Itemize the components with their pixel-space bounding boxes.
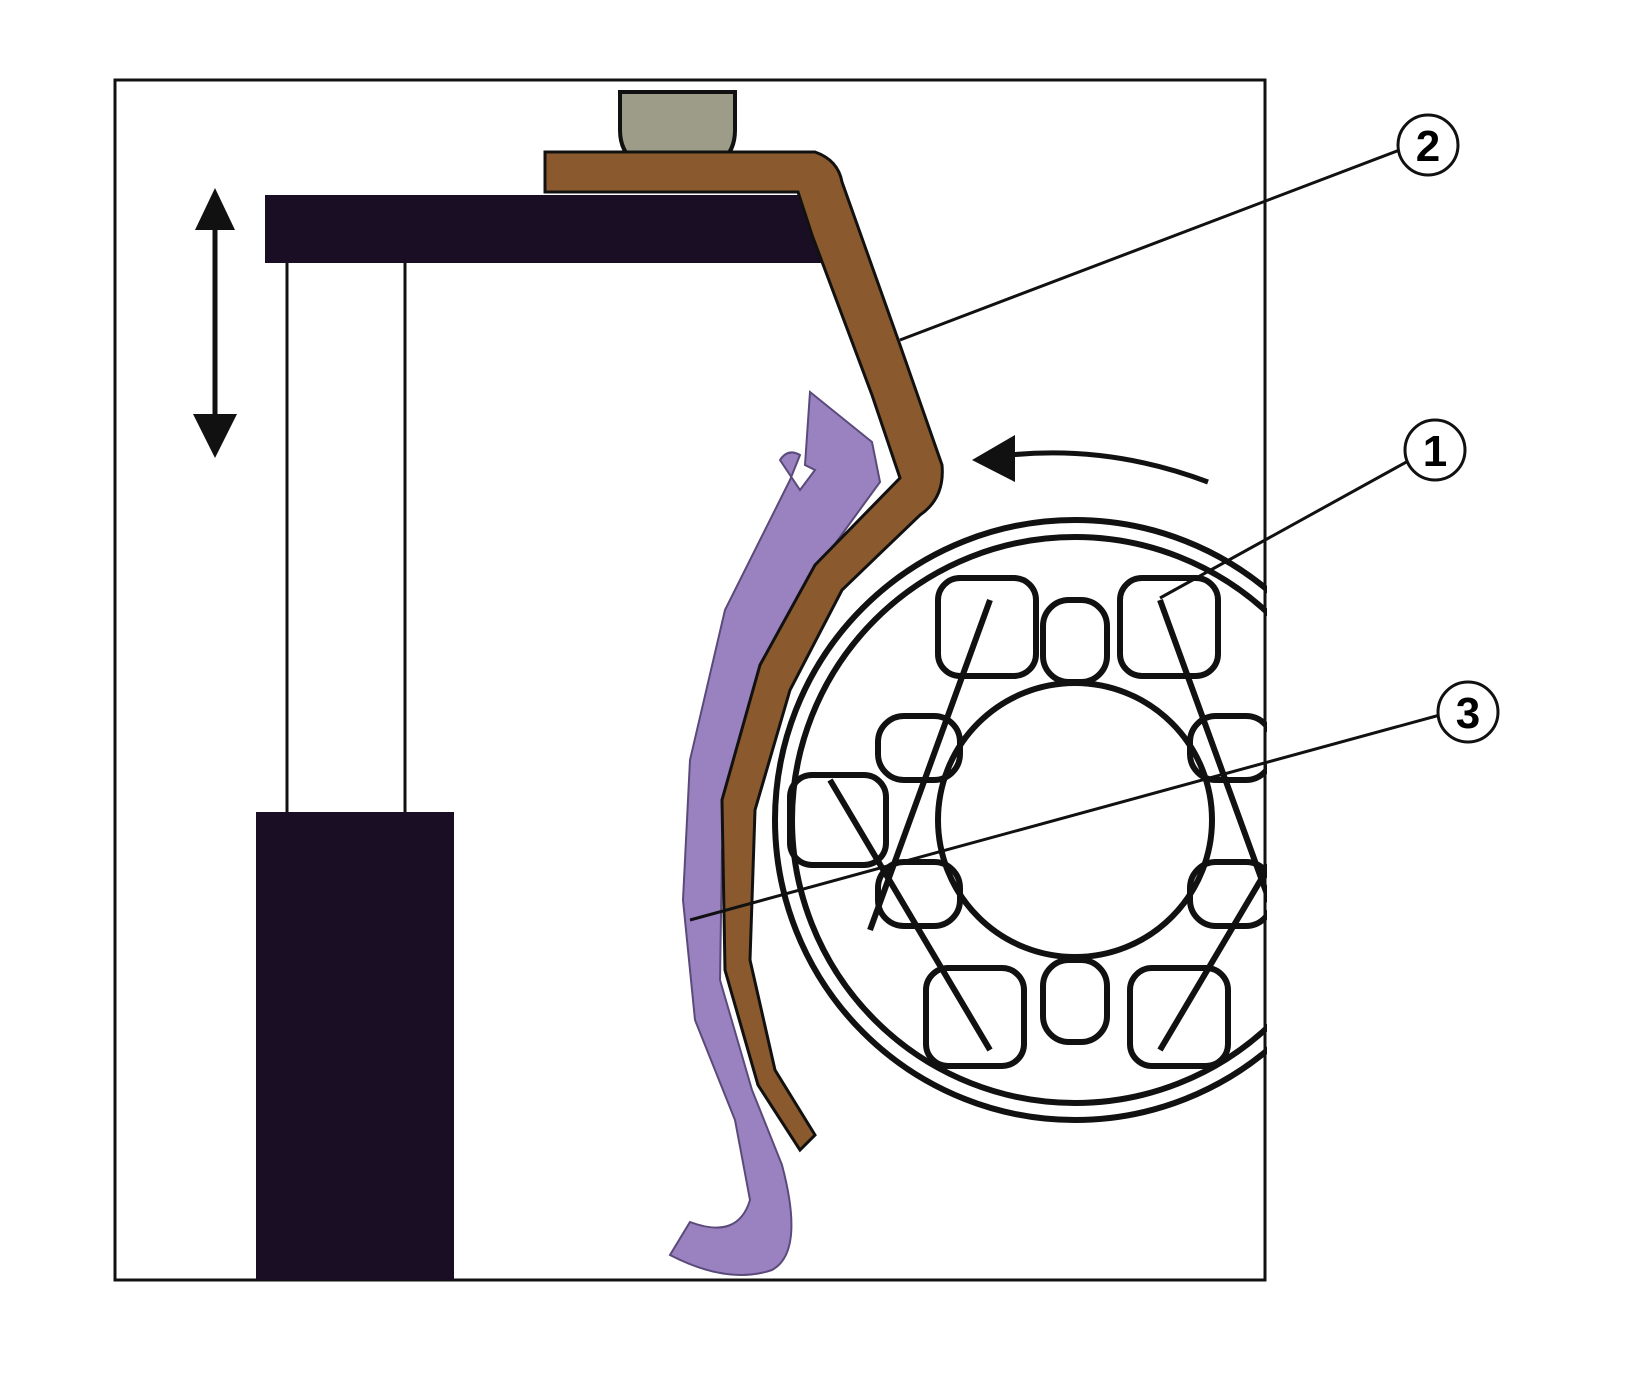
leader-line-1 [1159,458,1411,600]
double-arrow-vertical-icon [193,188,237,458]
base-block [256,812,454,1280]
leader-line-3 [689,713,1441,922]
wheel-pad [923,965,1027,1069]
brown-strip-part [543,150,944,1153]
wheel-pad [935,575,1039,679]
curved-arrow-left-icon [972,435,1209,485]
callout-3-label: 3 [1456,689,1480,738]
wheel-pad [787,772,889,868]
wheel-bar [867,598,993,932]
wheel-pad [1117,575,1221,679]
callout-1: 1 [1403,418,1467,482]
leader-line-2 [899,146,1406,342]
wheel-bar [827,778,993,1052]
wheel-bar [1157,598,1283,932]
wheel-tooth [875,713,963,783]
purple-hook-part [668,390,882,1276]
callout-2-label: 2 [1416,122,1440,171]
wheel-hub [935,680,1215,960]
wheel-tooth [1040,957,1110,1045]
slider-top-bar [265,195,825,263]
callout-3: 3 [1436,680,1500,744]
wheel-tooth [1040,597,1110,685]
wheel-pad [1127,965,1231,1069]
callout-1-label: 1 [1423,427,1447,476]
callout-2: 2 [1396,113,1460,177]
